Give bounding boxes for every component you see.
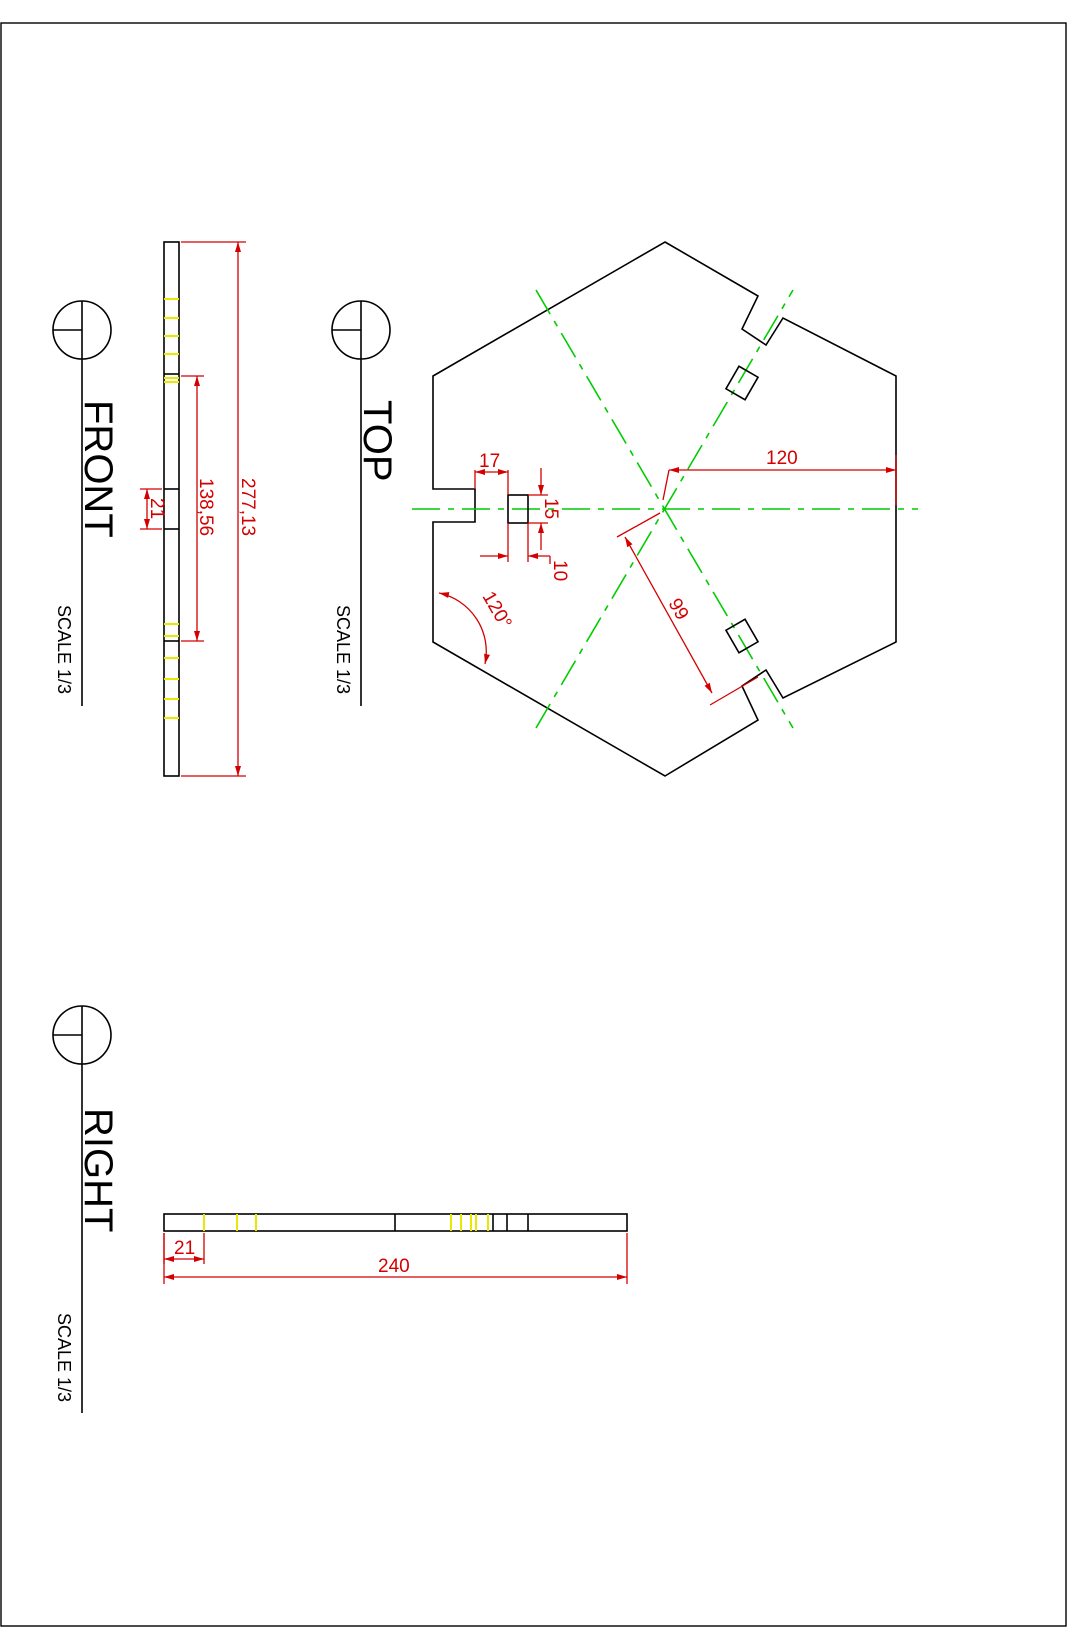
front-view-title: FRONT — [76, 400, 120, 538]
right-view-symbol — [52, 1005, 112, 1065]
front-slot-dimension-text: 21 — [146, 498, 167, 519]
top-centerlines — [412, 289, 918, 729]
top-left-slot — [507, 494, 529, 524]
front-slot-dimension: 21 — [140, 488, 167, 530]
right-view-scale: SCALE 1/3 — [54, 1313, 74, 1402]
top-slot-depth-dimension-text: 15 — [540, 498, 561, 519]
top-slot-offset-dimension-text: 10 — [549, 560, 570, 581]
front-plate-outline — [163, 241, 180, 777]
front-overall-dimension: 277,13 — [181, 241, 258, 777]
top-lower-slot — [724, 618, 760, 654]
top-view-title: TOP — [355, 400, 399, 482]
front-span-dimension-text: 138,56 — [195, 478, 216, 536]
right-overall-dimension-text: 240 — [378, 1256, 410, 1277]
front-hidden-lines — [164, 298, 179, 719]
front-view-symbol — [52, 300, 112, 360]
right-hidden-lines — [203, 1214, 489, 1231]
top-apothem-dimension: 99 — [616, 512, 759, 706]
right-slot-dimension: 21 — [163, 1233, 205, 1264]
top-apothem-dimension-text: 99 — [664, 595, 693, 624]
top-view-symbol — [331, 300, 391, 360]
top-radius-dimension: 120 — [662, 448, 897, 505]
right-view-title: RIGHT — [76, 1108, 120, 1232]
right-overall-dimension: 240 — [163, 1233, 628, 1284]
top-slot-offset-dimension: 10 — [480, 523, 570, 581]
top-view: TOP SCALE 1/3 120 99 — [331, 241, 918, 777]
front-view-scale: SCALE 1/3 — [54, 605, 74, 694]
top-radius-dimension-text: 120 — [766, 448, 798, 469]
right-view: RIGHT SCALE 1/3 21 — [52, 1005, 628, 1413]
top-view-scale: SCALE 1/3 — [333, 605, 353, 694]
right-slot-dimension-text: 21 — [174, 1238, 195, 1259]
top-slot-depth-dimension: 15 — [528, 468, 561, 550]
top-slot-width-dimension-text: 17 — [479, 451, 500, 472]
front-overall-dimension-text: 277,13 — [237, 478, 258, 536]
top-upper-slot — [724, 365, 760, 401]
front-view: FRONT SCALE 1/3 277,13 — [52, 241, 258, 777]
top-angle-dimension-text: 120° — [478, 588, 516, 633]
top-slot-width-dimension: 17 — [474, 451, 509, 495]
sheet-border — [0, 22, 1067, 1627]
front-span-dimension: 138,56 — [181, 375, 216, 642]
